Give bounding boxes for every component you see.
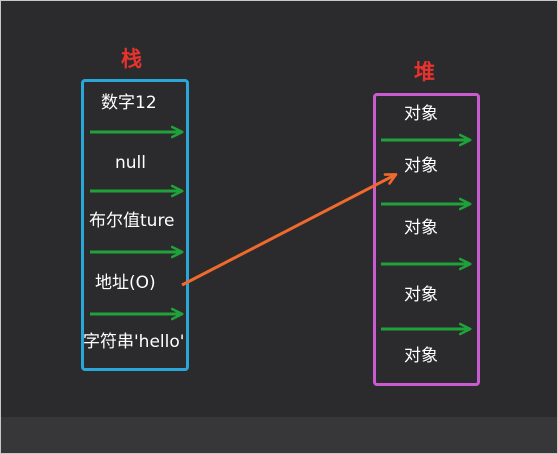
stack-item-address: 地址(O) [95,273,156,293]
heap-arrows [381,133,472,336]
stack-title: 栈 [121,47,142,71]
heap-item-object-2: 对象 [404,156,438,176]
stack-arrows [90,125,184,321]
heap-item-object-4: 对象 [404,285,438,305]
pointer-arrow [181,173,398,287]
stack-item-null: null [115,153,146,173]
stack-item-string: 字符串'hello' [83,332,185,352]
heap-item-object-1: 对象 [404,104,438,124]
stack-item-number: 数字12 [101,93,157,113]
heap-item-object-3: 对象 [404,218,438,238]
heap-box [373,93,480,386]
stack-item-boolean: 布尔值ture [89,211,175,231]
heap-title: 堆 [414,60,435,84]
bottom-strip [1,417,557,453]
stack-box [81,79,189,371]
heap-item-object-5: 对象 [404,346,438,366]
